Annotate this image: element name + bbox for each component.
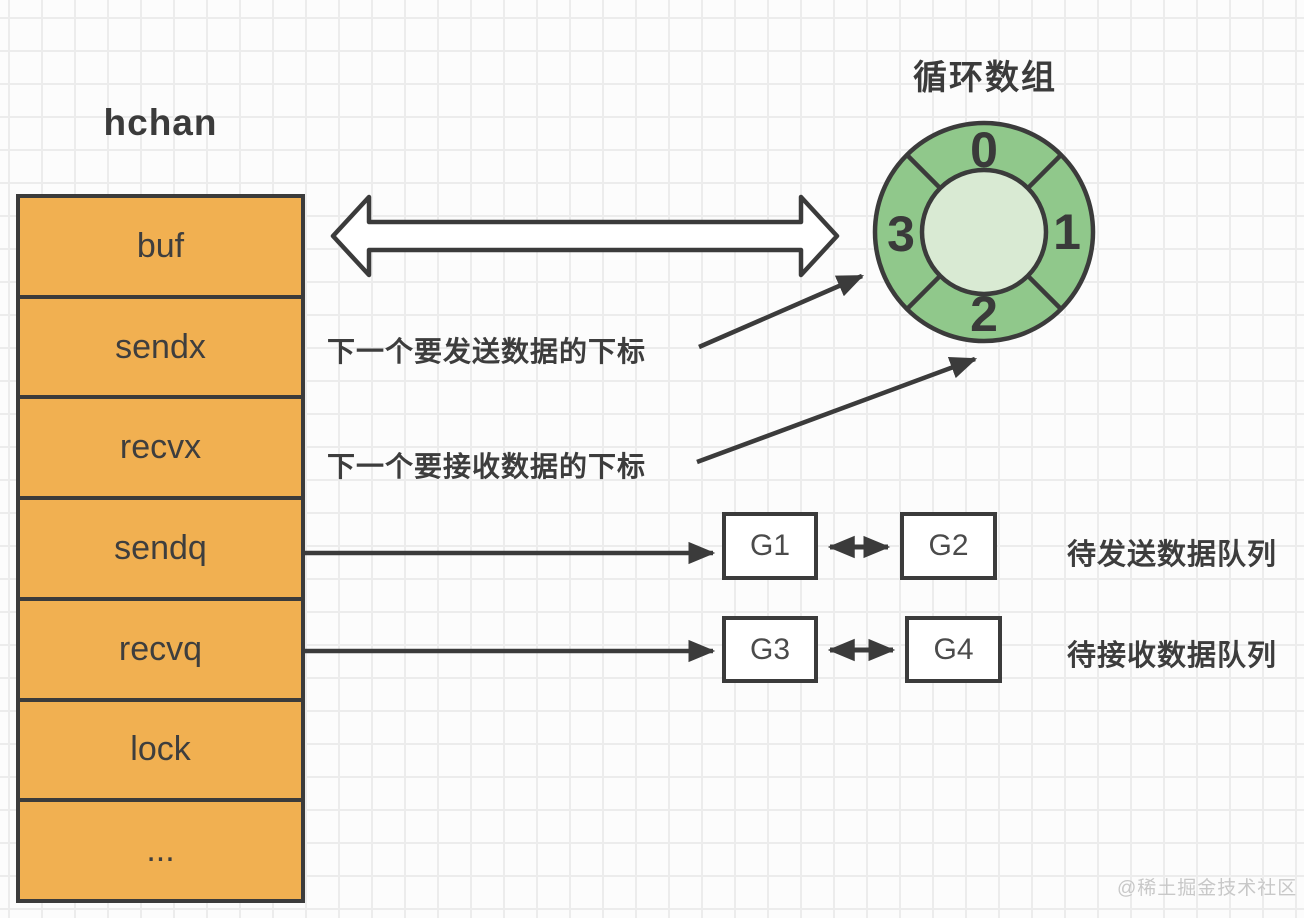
- hchan-row-recvq: recvq: [20, 601, 301, 702]
- hchan-row-label: lock: [130, 730, 191, 769]
- circular-array-inner-circle: [919, 167, 1049, 297]
- hchan-row-label: sendq: [114, 529, 207, 568]
- sendx-to-array-arrow: [698, 273, 865, 350]
- recv-queue-label: 待接收数据队列: [1067, 640, 1278, 672]
- circular-array-title: 循环数组: [913, 59, 1057, 97]
- slot-0-label: 0: [970, 122, 998, 178]
- hchan-row-sendq: sendq: [20, 500, 301, 601]
- send-queue-label: 待发送数据队列: [1067, 539, 1278, 571]
- hchan-row-sendx: sendx: [20, 299, 301, 400]
- hchan-row-buf: buf: [20, 198, 301, 299]
- hchan-row-label: buf: [136, 226, 185, 265]
- goroutine-box-g1: G1: [722, 512, 818, 580]
- recvx-to-array-arrow: [696, 356, 978, 465]
- goroutine-box-g3: G3: [722, 616, 818, 683]
- goroutine-box-g2: G2: [900, 512, 997, 580]
- hchan-row-ellipsis: ...: [20, 802, 301, 899]
- slot-3-label: 3: [887, 206, 915, 262]
- send-index-annotation: 下一个要发送数据的下标: [327, 336, 647, 367]
- hchan-struct-table: buf sendx recvx sendq recvq lock ...: [16, 194, 305, 903]
- buf-to-array-double-arrow-icon: [330, 194, 840, 278]
- slot-dividers: [905, 153, 1063, 311]
- goroutine-box-g4: G4: [905, 616, 1002, 683]
- recv-index-annotation: 下一个要接收数据的下标: [327, 451, 647, 482]
- slot-2-label: 2: [970, 286, 998, 342]
- hchan-row-label: recvx: [119, 428, 202, 467]
- circular-array: 0 1 2 3: [872, 120, 1096, 344]
- hchan-row-label: sendx: [115, 327, 206, 366]
- hchan-row-recvx: recvx: [20, 399, 301, 501]
- slot-1-label: 1: [1053, 204, 1081, 260]
- hchan-title: hchan: [103, 102, 218, 143]
- watermark: @稀土掘金技术社区: [1117, 878, 1298, 899]
- hchan-row-label: ...: [146, 831, 175, 870]
- hchan-row-lock: lock: [20, 702, 301, 803]
- hchan-row-label: recvq: [118, 629, 203, 668]
